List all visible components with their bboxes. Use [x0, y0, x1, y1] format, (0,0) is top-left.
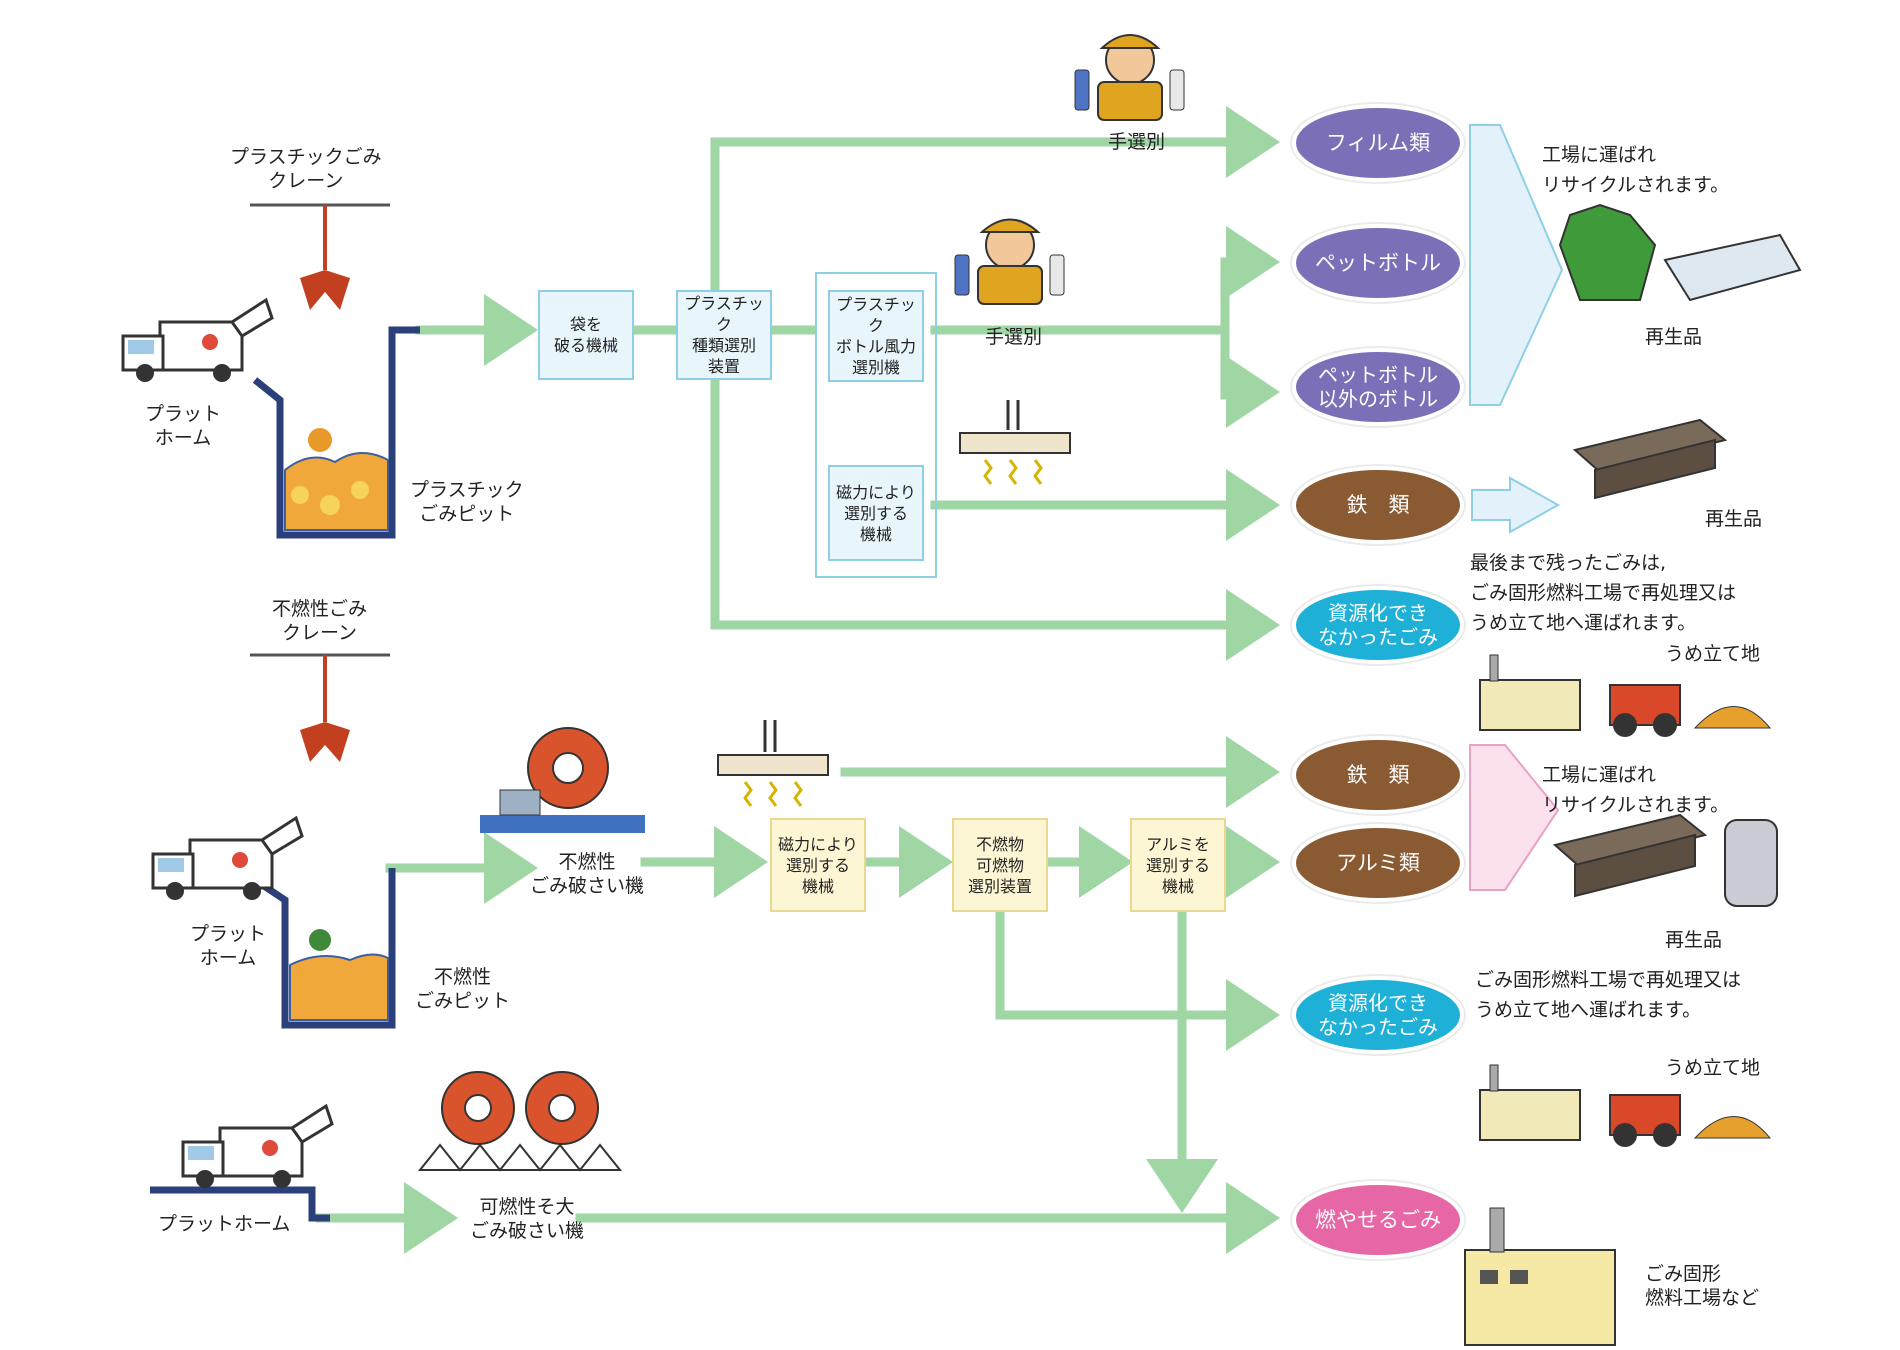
hand-sort-mid-label: 手選別: [985, 326, 1043, 348]
nonburnable-magnetic-sorter: 磁力により 選別する 機械: [770, 818, 866, 912]
bulky-crusher-gears-icon: [417, 1071, 623, 1172]
recycled-steel-beam-icon: [1552, 813, 1708, 898]
output-pet-bottle: ペットボトル: [1296, 228, 1460, 298]
recycled-egg-tray-icon: [1663, 233, 1802, 302]
output-non-recyclable-2: 資源化でき なかったごみ: [1296, 980, 1460, 1050]
plastic-pit-label: プラスチック ごみピット: [410, 479, 524, 525]
iron-recycled-label: 再生品: [1705, 508, 1763, 530]
flow-combustible-sorter-down: [995, 905, 1280, 1051]
flow-type-sorter-up-film: [710, 106, 1280, 295]
bulky-platform: [150, 1186, 330, 1222]
recycle-arrow-blue: [1469, 124, 1564, 406]
plastic-crane-icon: [250, 203, 390, 310]
output-non-recyclable: 資源化でき なかったごみ: [1296, 590, 1460, 660]
plastic-crane-label: プラスチックごみ クレーン: [230, 146, 382, 192]
nonburnable-remaining-note: ごみ固形燃料工場で再処理又は うめ立て地へ運ばれます。: [1475, 969, 1742, 1021]
hand-sort-top-label: 手選別: [1108, 131, 1166, 153]
nonburnable-factory-note: 工場に運ばれ リサイクルされます。: [1542, 764, 1730, 816]
nonburnable-pit: [253, 868, 396, 1029]
garbage-truck-icon: [181, 1103, 334, 1188]
plastic-platform-label: プラット ホーム: [145, 403, 222, 449]
fuel-factory-label: ごみ固形 燃料工場など: [1645, 1263, 1760, 1309]
bag-breaker-machine: 袋を 破る機械: [538, 290, 634, 380]
factory-landfill-icon: [1479, 1064, 1772, 1147]
nonburnable-pit-label: 不燃性 ごみピット: [415, 966, 511, 1012]
recycled-steel-beam-icon: [1572, 418, 1728, 500]
electromagnet-icon: [717, 720, 829, 807]
sorter-group-frame: [815, 272, 937, 578]
plastic-factory-note: 工場に運ばれ リサイクルされます。: [1542, 144, 1730, 196]
nonburnable-landfill-label: うめ立て地: [1665, 1057, 1761, 1079]
output-iron-2: 鉄 類: [1296, 740, 1460, 810]
iron-recycle-arrow-blue: [1471, 476, 1561, 534]
recycled-jacket-icon: [1558, 203, 1657, 301]
bulky-crusher-label: 可燃性そ大 ごみ破さい機: [470, 1196, 585, 1242]
recycled-aluminum-can-icon: [1724, 819, 1778, 907]
nonburnable-crane-icon: [250, 653, 390, 762]
plastic-type-sorter: プラスチック 種類選別 装置: [676, 290, 772, 380]
aluminum-sorter: アルミを 選別する 機械: [1130, 818, 1226, 912]
flow-type-sorter-down-nonrecyclable: [710, 365, 1280, 661]
output-film: フィルム類: [1296, 108, 1460, 178]
flow-lines: [315, 106, 1280, 1254]
crusher-gear-icon: [480, 727, 645, 833]
remaining-waste-note: 最後まで残ったごみは, ごみ固形燃料工場で再処理又は うめ立て地へ運ばれます。: [1470, 552, 1737, 634]
output-burnable: 燃やせるごみ: [1296, 1185, 1460, 1255]
electromagnet-icon: [959, 400, 1071, 485]
nonburnable-crusher-label: 不燃性 ごみ破さい機: [530, 851, 645, 897]
plastic-recycled-label: 再生品: [1645, 326, 1703, 348]
bottle-wind-sorter: プラスチック ボトル風力 選別機: [828, 290, 924, 382]
garbage-truck-icon: [121, 297, 274, 382]
recycle-arrow-pink: [1469, 744, 1560, 891]
output-aluminum: アルミ類: [1296, 828, 1460, 898]
factory-icon: [1479, 654, 1772, 737]
output-iron: 鉄 類: [1296, 470, 1460, 540]
plastic-pit: [252, 326, 420, 539]
nonburnable-recycled-label: 再生品: [1665, 929, 1723, 951]
combustible-sorter: 不燃物 可燃物 選別装置: [952, 818, 1048, 912]
output-other-bottles: ペットボトル 以外のボトル: [1296, 352, 1460, 422]
garbage-truck-icon: [151, 815, 304, 900]
nonburnable-platform-label: プラット ホーム: [190, 923, 267, 969]
plastic-magnetic-sorter: 磁力により 選別する 機械: [828, 465, 924, 561]
nonburnable-crane-label: 不燃性ごみ クレーン: [272, 598, 368, 644]
hand-sorting-worker-icon: [1074, 34, 1185, 121]
hand-sorting-worker-icon: [954, 218, 1065, 305]
bulky-platform-label: プラットホーム: [158, 1213, 291, 1235]
plastic-landfill-label: うめ立て地: [1665, 643, 1761, 665]
fuel-factory-icon: [1464, 1207, 1616, 1346]
